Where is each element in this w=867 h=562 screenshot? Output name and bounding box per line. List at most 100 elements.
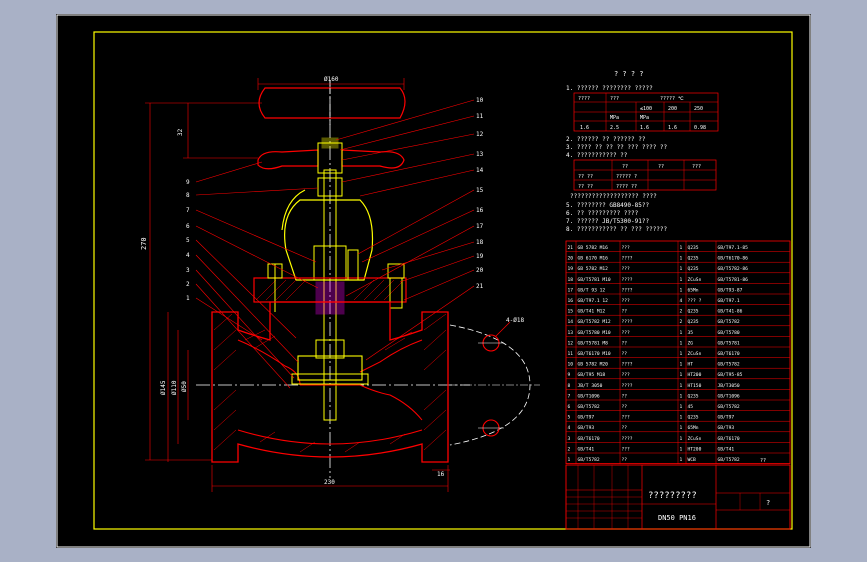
- parts-cell: 45: [688, 404, 694, 410]
- parts-cell: 11: [568, 351, 574, 357]
- svg-text:MPa: MPa: [640, 115, 649, 121]
- parts-cell: GB/T97.1-85: [718, 245, 749, 251]
- parts-cell: GB 5782 M16: [578, 245, 609, 251]
- parts-cell: ??? ?: [688, 298, 702, 304]
- svg-text:????? ?: ????? ?: [616, 174, 637, 180]
- balloon-6: 6: [186, 223, 190, 230]
- dim-height-small: 32: [177, 128, 184, 136]
- parts-cell: GB/T5782 M12: [578, 319, 611, 325]
- parts-cell: 9: [568, 372, 571, 378]
- parts-cell: GB/T5782: [718, 319, 740, 325]
- parts-cell: 1: [680, 340, 683, 346]
- balloon-8: 8: [186, 192, 190, 199]
- parts-cell: 1: [680, 425, 683, 431]
- parts-cell: 13: [568, 330, 574, 336]
- body-inner-left: [237, 339, 301, 386]
- yoke: [284, 199, 374, 281]
- parts-cell: GB/T95-85: [718, 372, 743, 378]
- body-inner-right: [359, 339, 423, 373]
- parts-cell: GB/T5780: [718, 330, 740, 336]
- parts-cell: 3: [568, 436, 571, 442]
- dim-bolt-holes: 4-Ø18: [506, 317, 524, 324]
- dimension-lines: [145, 78, 450, 492]
- parts-cell: ????: [622, 362, 633, 368]
- parts-cell: ??: [622, 340, 628, 346]
- parts-cell: ????: [622, 256, 633, 262]
- svg-text:200: 200: [668, 106, 677, 112]
- parts-cell: GB/T97: [578, 415, 595, 421]
- test-table: ?? ?? ??? ?? ?? ????? ? ?? ?? ???? ??: [573, 159, 717, 191]
- hub-nut: [321, 137, 339, 149]
- parts-cell: WCB: [688, 457, 697, 463]
- stem-nut: [317, 177, 343, 197]
- drawing-subtitle: DN50 PN16: [658, 514, 696, 522]
- parts-cell: GB/T95 M18: [578, 372, 606, 378]
- note-7: 7. ?????? JB/T5300-91??: [566, 218, 649, 225]
- parts-cell: 1: [680, 277, 683, 283]
- parts-cell: HT: [688, 362, 694, 368]
- parts-cell: ??: [622, 393, 628, 399]
- body-hatch: [213, 313, 447, 453]
- balloon-19: 19: [476, 253, 484, 260]
- dim-handwheel: Ø160: [324, 76, 339, 83]
- parts-cell: GB/T1096: [578, 393, 600, 399]
- balloon-18: 18: [476, 239, 484, 246]
- outer-frame: [56, 14, 811, 548]
- parts-cell: GB/T97: [718, 415, 735, 421]
- valve-stem: [323, 169, 337, 421]
- parts-cell: ??: [622, 457, 628, 463]
- parts-cell: GB/T97.1: [718, 298, 740, 304]
- parts-cell: GB/T6170-86: [718, 256, 749, 262]
- parts-cell: GB/T5781: [718, 340, 740, 346]
- parts-cell: ????: [622, 277, 633, 283]
- parts-cell: 1: [680, 457, 683, 463]
- parts-cell: ???: [622, 245, 631, 251]
- parts-cell: Q235: [688, 393, 699, 399]
- parts-cell: 1: [680, 362, 683, 368]
- balloon-11: 11: [476, 113, 484, 120]
- note-3: 3. ???? ?? ?? ?? ??? ???? ??: [566, 144, 668, 151]
- parts-cell: GB/T5782: [718, 404, 740, 410]
- parts-cell: ???: [622, 298, 631, 304]
- valve-assembly-view: 4-Ø18 Ø160 32 270 230 16 Ø145 Ø110 Ø50: [140, 76, 540, 492]
- body-lower-curve: [237, 429, 423, 445]
- technical-notes: ? ? ? ? 1. ?????? ???????? ????? ???? ??…: [566, 70, 719, 233]
- inner-frame: [93, 31, 793, 530]
- valve-body-outline: [211, 301, 449, 463]
- balloon-21: 21: [476, 283, 484, 290]
- balloon-9: 9: [186, 179, 190, 186]
- parts-cell: GB/T41: [718, 446, 735, 452]
- dim-dia-3: Ø50: [181, 381, 188, 392]
- parts-cell: GB/T5782: [718, 362, 740, 368]
- balloon-12: 12: [476, 131, 484, 138]
- parts-cell: GB/T6170 M10: [578, 351, 611, 357]
- parts-cell: ???: [622, 372, 631, 378]
- parts-cell: 1: [680, 383, 683, 389]
- svg-text:?? ??: ?? ??: [578, 184, 593, 190]
- balloon-10: 10: [476, 97, 484, 104]
- parts-cell: 1: [680, 446, 683, 452]
- gland: [313, 245, 347, 281]
- parts-cell: ???: [622, 330, 631, 336]
- parts-cell: ZG: [688, 340, 694, 346]
- parts-cell: Q235: [688, 245, 699, 251]
- parts-cell: HT200: [688, 372, 702, 378]
- parts-cell: GB/T6170: [718, 351, 740, 357]
- handwheel-hub: [317, 142, 343, 174]
- note-1: 1. ?????? ???????? ?????: [566, 85, 653, 92]
- parts-cell: ????: [622, 436, 633, 442]
- balloon-2: 2: [186, 281, 190, 288]
- parts-cell: 1: [680, 245, 683, 251]
- parts-cell: ???: [622, 446, 631, 452]
- parts-cell: 14: [568, 319, 574, 325]
- parts-cell: ??: [622, 309, 628, 315]
